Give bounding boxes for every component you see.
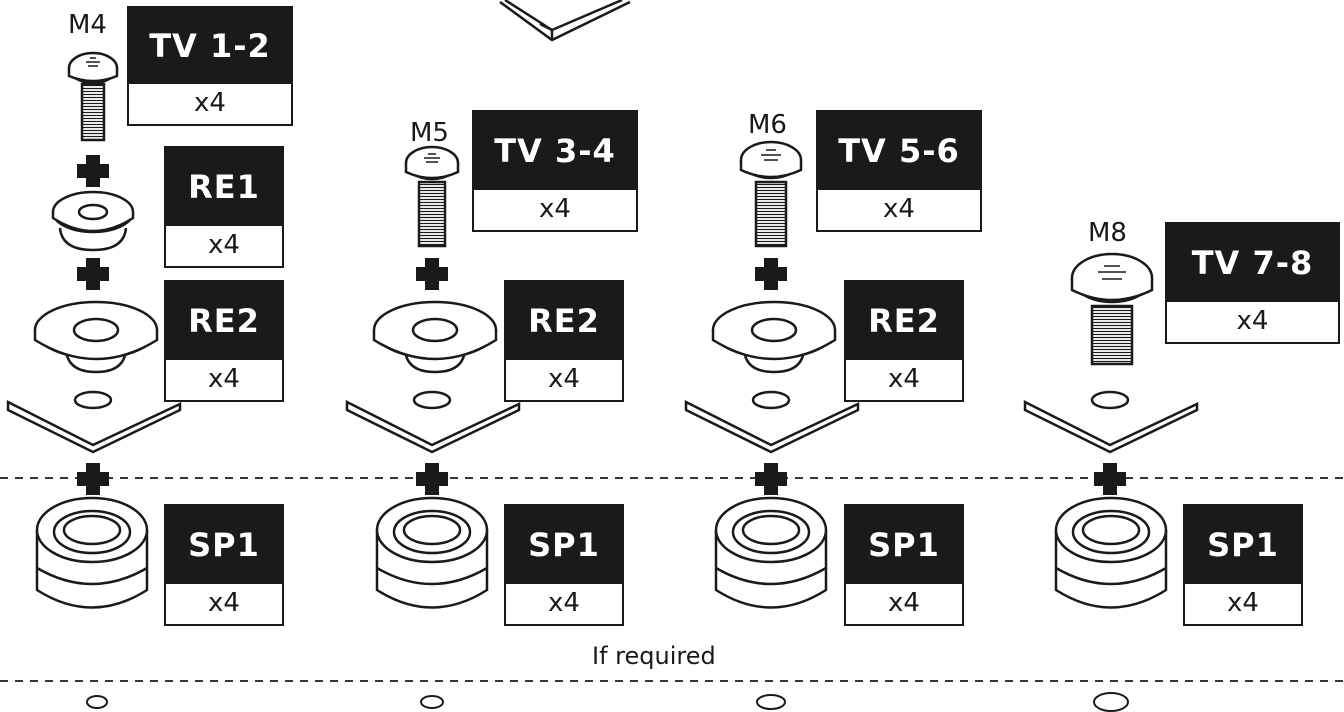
spacer-sp1-icon: [1054, 496, 1168, 609]
screw-m5-icon: [404, 145, 460, 248]
plate-icon: [345, 399, 521, 454]
plus-icon: [755, 463, 787, 495]
part-qty: x4: [208, 364, 240, 394]
screw-m4-icon: [67, 51, 119, 142]
part-code: SP1: [506, 506, 622, 584]
screw-m6-icon: [739, 140, 803, 248]
spacer-sp1-icon: [35, 496, 149, 609]
plate-icon: [684, 399, 860, 454]
part-label-sp1: SP1 x4: [164, 504, 284, 626]
part-qty: x4: [548, 364, 580, 394]
hole-icon: [73, 390, 113, 410]
hole-icon: [420, 695, 444, 709]
plate-icon: [6, 399, 182, 454]
plus-icon: [77, 155, 109, 187]
hole-icon: [1090, 390, 1130, 410]
part-label-sp1: SP1 x4: [1183, 504, 1303, 626]
part-qty: x4: [208, 230, 240, 260]
part-qty: x4: [208, 588, 240, 618]
screw-size-label: M5: [410, 118, 449, 148]
hole-icon: [1093, 692, 1129, 712]
part-qty: x4: [548, 588, 580, 618]
screw-m8-icon: [1070, 252, 1154, 366]
part-qty: x4: [194, 88, 226, 118]
part-label-tv34: TV 3-4 x4: [472, 110, 638, 232]
hole-icon: [412, 390, 452, 410]
part-code: RE2: [506, 282, 622, 360]
plus-icon: [77, 258, 109, 290]
top-plate-icon: [499, 0, 631, 42]
part-label-re1: RE1 x4: [164, 146, 284, 268]
part-code: TV 5-6: [818, 112, 980, 190]
part-code: RE2: [846, 282, 962, 360]
screw-size-label: M6: [748, 110, 787, 140]
screw-size-label: M4: [68, 10, 107, 40]
part-code: TV 1-2: [129, 8, 291, 84]
part-code: TV 7-8: [1167, 224, 1338, 302]
part-label-sp1: SP1 x4: [504, 504, 624, 626]
washer-re1-icon: [51, 190, 135, 252]
part-qty: x4: [888, 588, 920, 618]
part-code: SP1: [166, 506, 282, 584]
part-code: SP1: [846, 506, 962, 584]
part-label-tv12: TV 1-2 x4: [127, 6, 293, 126]
washer-re2-icon: [711, 300, 837, 374]
plate-icon: [1023, 399, 1199, 454]
washer-re2-icon: [372, 300, 498, 374]
screw-size-label: M8: [1088, 218, 1127, 248]
part-code: SP1: [1185, 506, 1301, 584]
plus-icon: [416, 258, 448, 290]
part-label-tv56: TV 5-6 x4: [816, 110, 982, 232]
part-qty: x4: [888, 364, 920, 394]
part-qty: x4: [539, 194, 571, 224]
spacer-sp1-icon: [714, 496, 828, 609]
if-required-note: If required: [592, 642, 716, 670]
part-qty: x4: [1236, 306, 1269, 336]
hole-icon: [86, 695, 108, 709]
plus-icon: [755, 258, 787, 290]
washer-re2-icon: [33, 300, 159, 374]
part-qty: x4: [1227, 588, 1259, 618]
part-label-tv78: TV 7-8 x4: [1165, 222, 1340, 344]
plus-icon: [77, 463, 109, 495]
plus-icon: [1094, 463, 1126, 495]
part-code: RE2: [166, 282, 282, 360]
hole-icon: [751, 390, 791, 410]
part-label-re2: RE2 x4: [844, 280, 964, 402]
part-code: RE1: [166, 148, 282, 226]
part-label-sp1: SP1 x4: [844, 504, 964, 626]
part-qty: x4: [883, 194, 915, 224]
part-label-re2: RE2 x4: [504, 280, 624, 402]
hole-icon: [756, 694, 786, 710]
part-label-re2: RE2 x4: [164, 280, 284, 402]
plus-icon: [416, 463, 448, 495]
spacer-sp1-icon: [375, 496, 489, 609]
part-code: TV 3-4: [474, 112, 636, 190]
